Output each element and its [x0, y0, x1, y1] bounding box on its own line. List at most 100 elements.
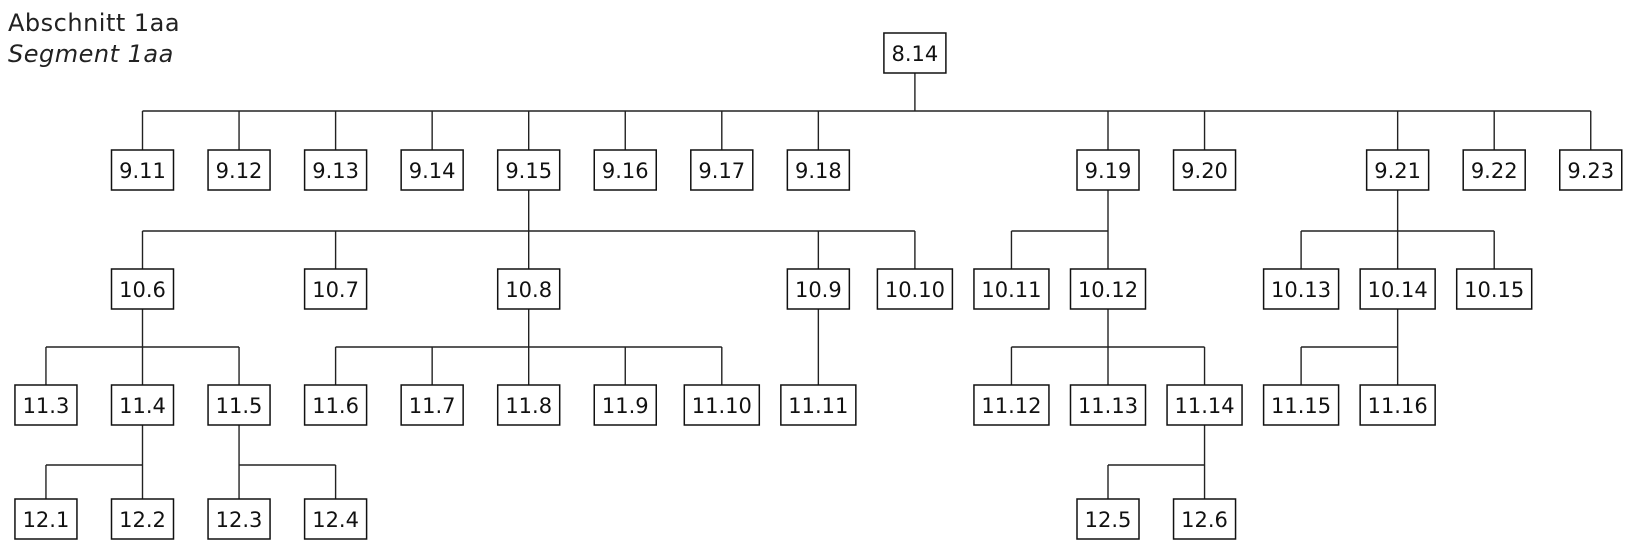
node-11-3: 11.3 [14, 384, 78, 426]
title-line-2: Segment 1aa [8, 40, 174, 68]
node-9-12: 9.12 [207, 149, 271, 191]
node-label-9-19: 9.19 [1085, 159, 1132, 183]
node-box-10-11 [973, 268, 1050, 310]
node-10-11: 10.11 [973, 268, 1050, 310]
node-9-11: 9.11 [110, 149, 175, 191]
title-line-1: Abschnitt 1aa [8, 9, 181, 37]
node-11-15: 11.15 [1262, 384, 1340, 426]
node-label-11-4: 11.4 [119, 394, 166, 418]
node-label-12-4: 12.4 [312, 508, 359, 532]
node-label-12-5: 12.5 [1085, 508, 1132, 532]
node-box-12-2 [110, 498, 175, 540]
node-box-11-6 [303, 384, 368, 426]
node-box-12-4 [303, 498, 368, 540]
node-box-11-5 [207, 384, 271, 426]
node-label-9-13: 9.13 [312, 159, 359, 183]
node-9-17: 9.17 [690, 149, 754, 191]
node-label-12-6: 12.6 [1181, 508, 1228, 532]
node-label-10-10: 10.10 [885, 278, 945, 302]
node-label-11-6: 11.6 [312, 394, 359, 418]
node-label-9-16: 9.16 [602, 159, 649, 183]
node-10-6: 10.6 [110, 268, 175, 310]
node-box-10-15 [1455, 268, 1533, 310]
node-9-18: 9.18 [786, 149, 851, 191]
node-box-8-14 [883, 32, 947, 74]
node-label-8-14: 8.14 [892, 42, 939, 66]
node-9-23: 9.23 [1559, 149, 1623, 191]
node-9-13: 9.13 [303, 149, 368, 191]
node-12-1: 12.1 [14, 498, 78, 540]
node-label-10-11: 10.11 [981, 278, 1041, 302]
node-label-11-3: 11.3 [23, 394, 70, 418]
node-label-10-13: 10.13 [1271, 278, 1331, 302]
node-12-2: 12.2 [110, 498, 175, 540]
node-label-11-14: 11.14 [1174, 394, 1234, 418]
diagram-title: Abschnitt 1aa Segment 1aa [8, 8, 180, 70]
node-label-9-17: 9.17 [698, 159, 745, 183]
node-box-11-11 [780, 384, 857, 426]
node-box-11-16 [1359, 384, 1436, 426]
connector-layer [45, 73, 1592, 499]
node-10-15: 10.15 [1455, 268, 1533, 310]
node-11-11: 11.11 [780, 384, 857, 426]
node-11-16: 11.16 [1359, 384, 1436, 426]
node-box-9-20 [1172, 149, 1237, 191]
node-label-9-21: 9.21 [1374, 159, 1421, 183]
node-label-11-13: 11.13 [1078, 394, 1138, 418]
node-11-12: 11.12 [973, 384, 1050, 426]
node-label-9-20: 9.20 [1181, 159, 1228, 183]
node-box-10-14 [1359, 268, 1436, 310]
node-label-10-8: 10.8 [505, 278, 552, 302]
node-9-15: 9.15 [496, 149, 561, 191]
node-11-14: 11.14 [1166, 384, 1243, 426]
node-label-9-11: 9.11 [119, 159, 166, 183]
node-label-11-16: 11.16 [1368, 394, 1428, 418]
node-label-12-1: 12.1 [23, 508, 70, 532]
node-box-9-11 [110, 149, 175, 191]
node-11-5: 11.5 [207, 384, 271, 426]
node-box-10-10 [876, 268, 954, 310]
node-box-9-22 [1462, 149, 1526, 191]
node-11-9: 11.9 [593, 384, 657, 426]
node-10-9: 10.9 [786, 268, 851, 310]
node-11-10: 11.10 [683, 384, 761, 426]
node-box-9-17 [690, 149, 754, 191]
node-box-9-16 [593, 149, 657, 191]
node-10-14: 10.14 [1359, 268, 1436, 310]
node-label-9-22: 9.22 [1471, 159, 1518, 183]
node-box-11-7 [400, 384, 464, 426]
node-label-9-12: 9.12 [216, 159, 263, 183]
node-10-13: 10.13 [1262, 268, 1340, 310]
node-box-9-13 [303, 149, 368, 191]
node-box-11-15 [1262, 384, 1340, 426]
node-10-7: 10.7 [303, 268, 368, 310]
node-box-9-23 [1559, 149, 1623, 191]
node-box-10-6 [110, 268, 175, 310]
node-10-8: 10.8 [496, 268, 561, 310]
node-8-14: 8.14 [883, 32, 947, 74]
node-label-11-15: 11.15 [1271, 394, 1331, 418]
node-12-3: 12.3 [207, 498, 271, 540]
node-label-12-3: 12.3 [216, 508, 263, 532]
node-box-11-10 [683, 384, 761, 426]
node-label-10-6: 10.6 [119, 278, 166, 302]
node-label-11-9: 11.9 [602, 394, 649, 418]
node-9-20: 9.20 [1172, 149, 1237, 191]
node-label-10-7: 10.7 [312, 278, 359, 302]
node-10-10: 10.10 [876, 268, 954, 310]
node-box-10-13 [1262, 268, 1340, 310]
node-label-10-14: 10.14 [1368, 278, 1428, 302]
node-box-10-9 [786, 268, 851, 310]
node-box-9-15 [496, 149, 561, 191]
node-box-9-12 [207, 149, 271, 191]
node-9-16: 9.16 [593, 149, 657, 191]
node-11-6: 11.6 [303, 384, 368, 426]
node-label-9-23: 9.23 [1567, 159, 1614, 183]
node-label-10-9: 10.9 [795, 278, 842, 302]
node-11-4: 11.4 [110, 384, 175, 426]
node-11-13: 11.13 [1069, 384, 1147, 426]
node-label-11-5: 11.5 [216, 394, 263, 418]
node-10-12: 10.12 [1069, 268, 1147, 310]
node-12-4: 12.4 [303, 498, 368, 540]
